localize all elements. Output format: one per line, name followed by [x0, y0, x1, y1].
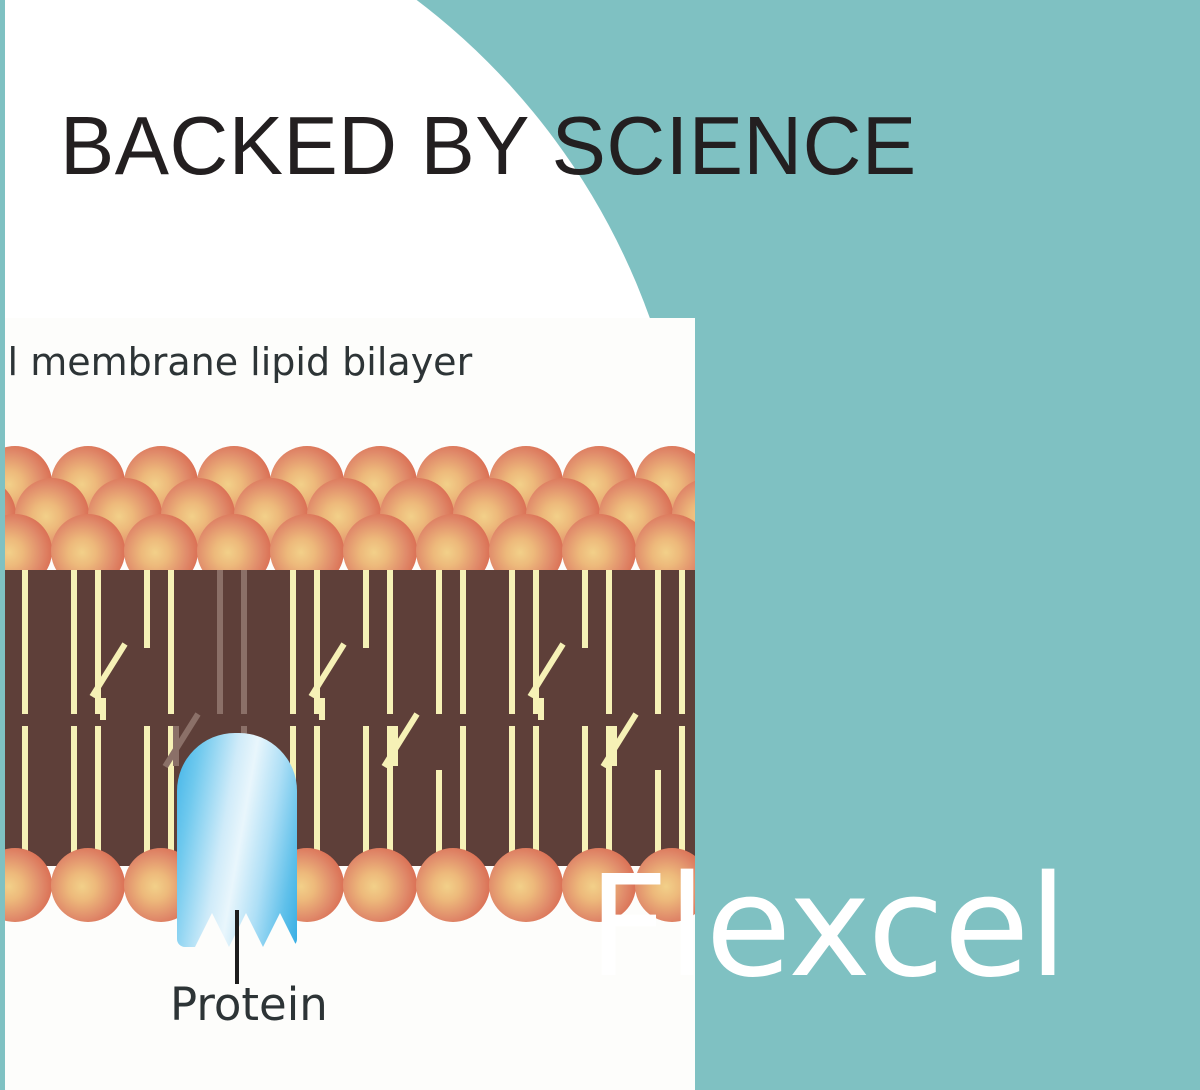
lipid-tail-line-icon	[168, 570, 174, 714]
lipid-tail-line-icon	[460, 570, 466, 714]
lipid-tail-line-icon	[314, 726, 320, 866]
lipid-head-sphere-icon	[51, 848, 125, 922]
lipid-tail-line-icon	[436, 570, 442, 714]
lipid-tail-line-icon	[655, 770, 661, 866]
protein-notch-middle	[229, 913, 263, 947]
lipid-tail-line-icon	[533, 726, 539, 866]
lipid-tail-line-icon	[392, 726, 398, 766]
bilayer-label: ll membrane lipid bilayer	[5, 340, 473, 384]
lipid-tail-line-icon	[319, 698, 325, 720]
lipid-tail-line-icon	[95, 570, 101, 714]
lipid-tail-line-icon	[606, 570, 612, 714]
lipid-bilayer-diagram: ll membrane lipid bilayer Protein	[5, 318, 695, 1090]
lipid-head-sphere-icon	[562, 848, 636, 922]
lipid-head-sphere-icon	[489, 848, 563, 922]
lipid-tail-line-icon	[509, 570, 515, 714]
lipid-tail-line-icon	[95, 726, 101, 866]
lipid-tail-line-icon	[436, 770, 442, 866]
lipid-head-sphere-icon	[416, 848, 490, 922]
lipid-tail-line-icon	[168, 726, 174, 866]
lipid-tail-line-icon	[509, 726, 515, 866]
protein-label: Protein	[170, 978, 328, 1031]
lipid-tail-line-icon	[387, 570, 393, 714]
lipid-tail-line-icon	[144, 570, 150, 648]
lipid-tail-line-icon	[290, 570, 296, 714]
lipid-head-sphere-icon	[635, 848, 695, 922]
lipid-tail-line-icon	[679, 726, 685, 866]
lipid-tail-line-icon	[363, 570, 369, 648]
lipid-tail-line-icon	[22, 570, 28, 714]
lipid-tail-line-icon	[241, 570, 247, 714]
lipid-tail-line-icon	[173, 726, 179, 766]
membrane-protein-icon	[177, 733, 297, 947]
lipid-tail-line-icon	[363, 726, 369, 866]
lipid-head-row-bottom	[5, 318, 695, 922]
leader-line-icon	[235, 910, 239, 984]
page-title: BACKED BY SCIENCE	[60, 99, 917, 192]
protein-notch-left	[195, 913, 229, 947]
lipid-tail-line-icon	[606, 726, 612, 866]
lipid-tail-line-icon	[387, 726, 393, 866]
lipid-tail-line-icon	[217, 570, 223, 714]
lipid-tail-line-icon	[611, 726, 617, 766]
brand-wordmark: Flexcel	[588, 846, 1067, 1009]
lipid-tail-line-icon	[314, 570, 320, 714]
protein-notch-right	[263, 913, 297, 947]
teal-left-edge-strip	[0, 0, 5, 1090]
lipid-tail-line-icon	[100, 698, 106, 720]
lipid-tail-line-icon	[582, 726, 588, 866]
lipid-tail-line-icon	[538, 698, 544, 720]
lipid-tail-line-icon	[144, 726, 150, 866]
lipid-tail-line-icon	[679, 570, 685, 714]
lipid-tail-line-icon	[460, 726, 466, 866]
lipid-tail-line-icon	[655, 570, 661, 714]
lipid-tail-line-icon	[533, 570, 539, 714]
diagram-canvas: ll membrane lipid bilayer Protein	[5, 318, 695, 1090]
lipid-tail-line-icon	[22, 726, 28, 866]
lipid-tail-line-icon	[71, 570, 77, 714]
lipid-tail-line-icon	[71, 726, 77, 866]
lipid-tail-line-icon	[582, 570, 588, 648]
lipid-head-sphere-icon	[343, 848, 417, 922]
membrane-hydrophobic-core	[5, 570, 695, 866]
